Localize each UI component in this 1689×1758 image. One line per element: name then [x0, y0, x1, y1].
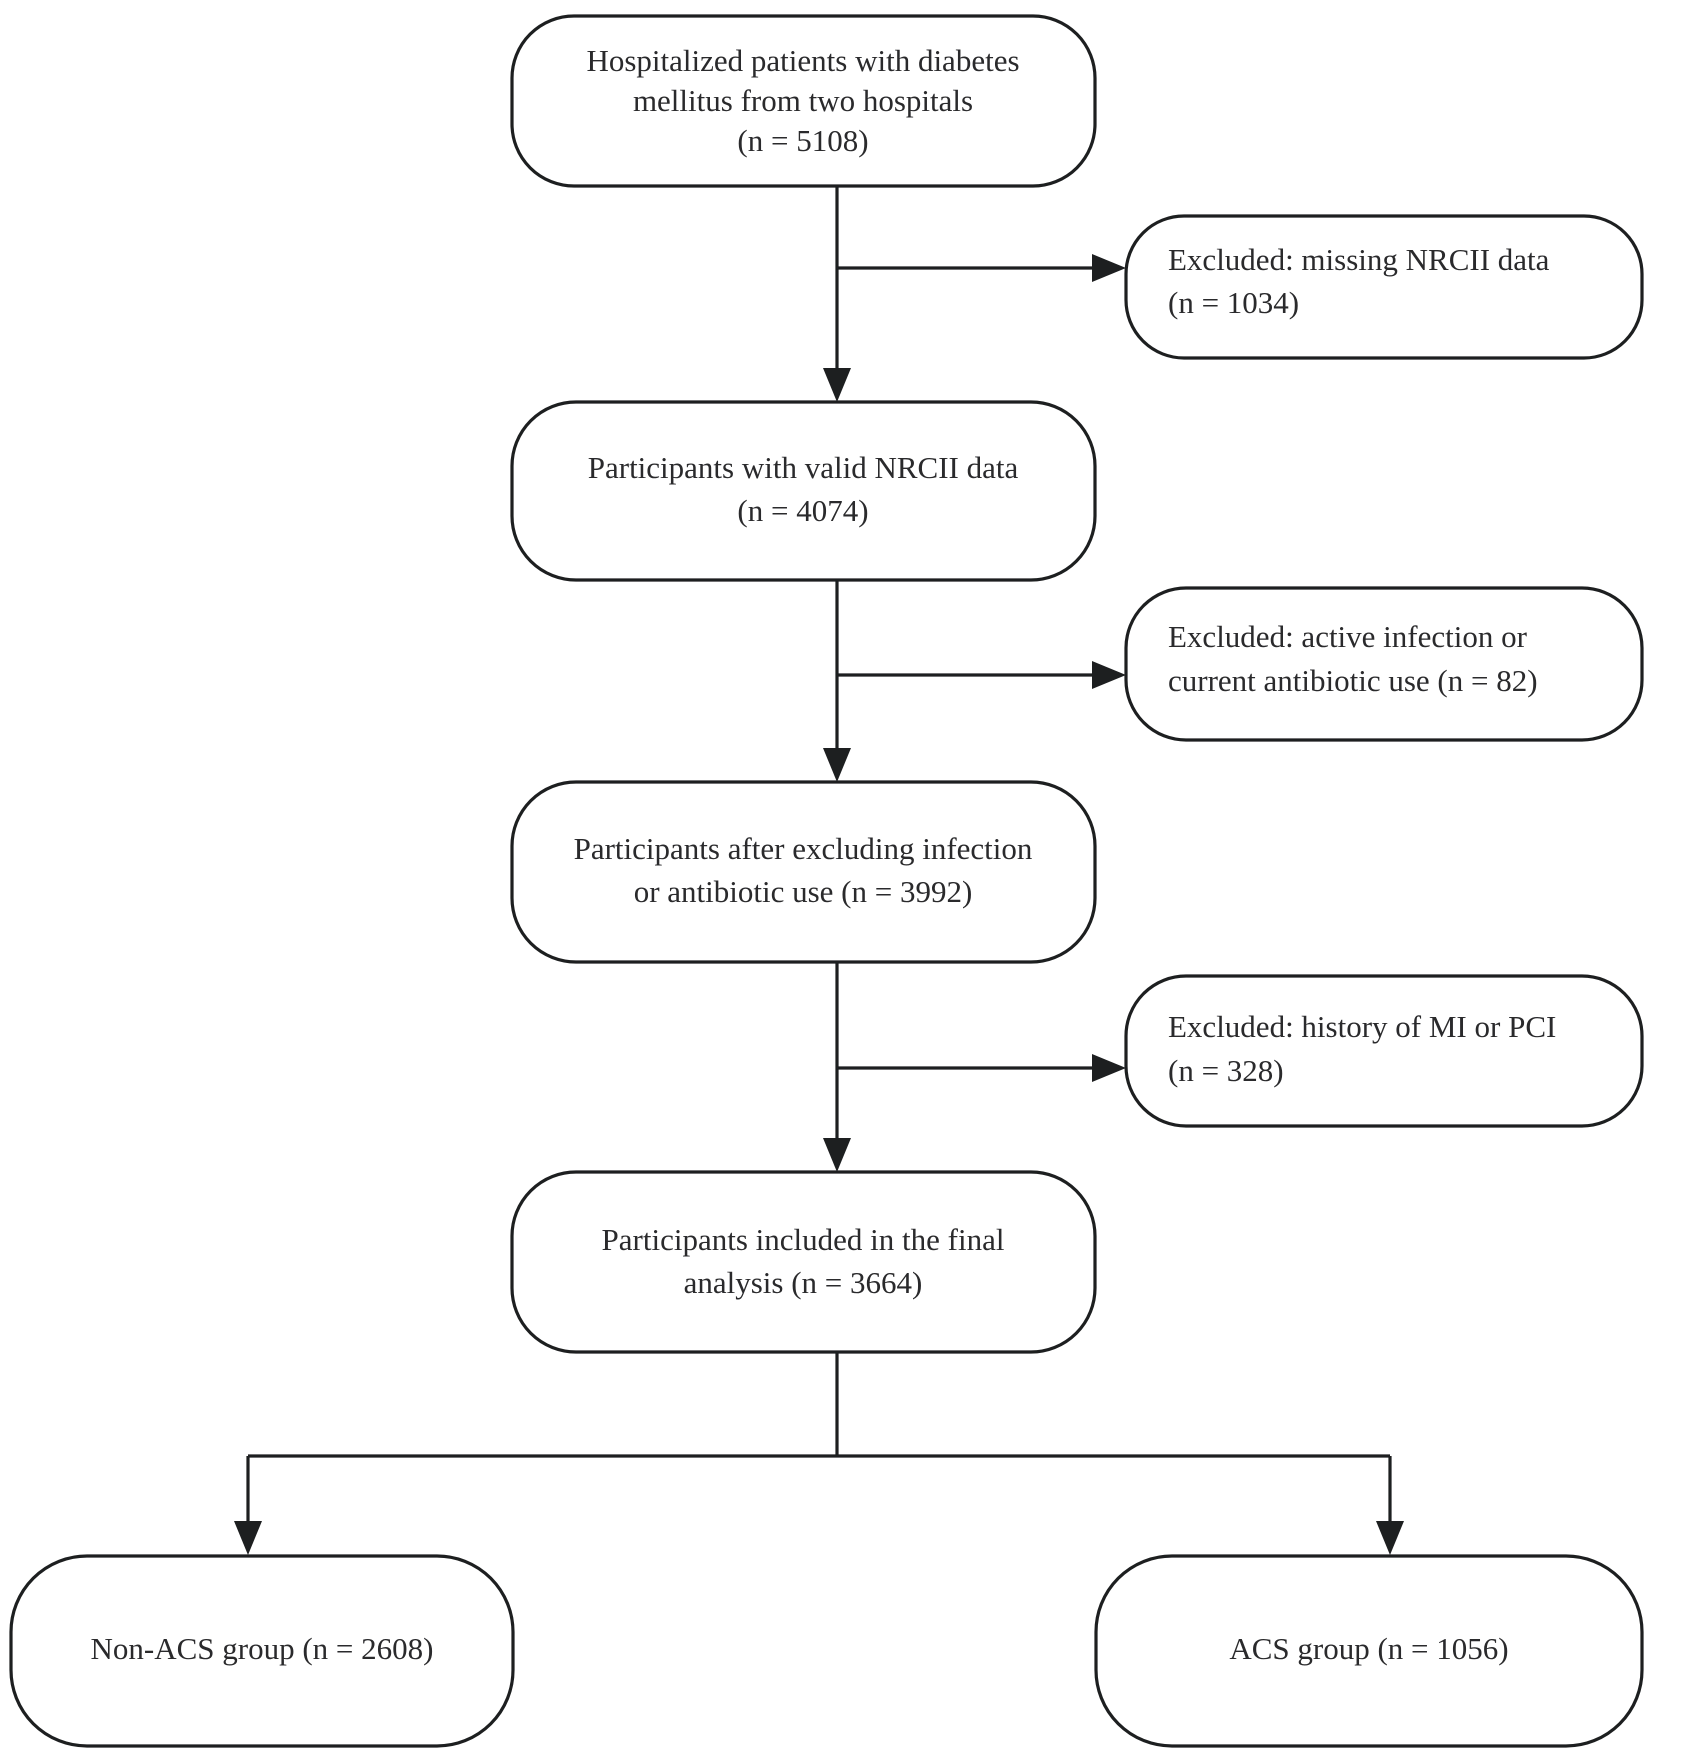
node-acs[interactable]: ACS group (n = 1056)	[1094, 1554, 1644, 1748]
node-enrolled[interactable]: Hospitalized patients with diabetes mell…	[510, 14, 1097, 188]
node-acs-shape	[1094, 1554, 1644, 1748]
node-non-acs-shape	[9, 1554, 515, 1748]
node-enrolled-line-3: (n = 5108)	[737, 123, 868, 158]
node-excl-mi-pci-line-1: Excluded: history of MI or PCI	[1168, 1009, 1556, 1044]
node-excl-missing-line-2: (n = 1034)	[1168, 285, 1299, 320]
node-valid-nrcii-line-2: (n = 4074)	[737, 493, 868, 528]
node-excl-infection-line-2: current antibiotic use (n = 82)	[1168, 663, 1538, 698]
connector-valid-nrcii-to-after-infection	[823, 580, 851, 782]
node-valid-nrcii-shape	[510, 400, 1097, 582]
node-final-analysis[interactable]: Participants included in the final analy…	[510, 1170, 1097, 1354]
node-non-acs-label: Non-ACS group (n = 2608)	[91, 1631, 434, 1666]
connector-valid-nrcii-to-excl-infection	[837, 661, 1126, 689]
node-enrolled-line-2: mellitus from two hospitals	[633, 83, 973, 118]
node-after-infection-line-1: Participants after excluding infection	[574, 831, 1033, 866]
node-valid-nrcii-line-1: Participants with valid NRCII data	[588, 450, 1019, 485]
node-excl-infection-shape	[1124, 586, 1644, 742]
node-excl-missing-line-1: Excluded: missing NRCII data	[1168, 242, 1550, 277]
node-final-analysis-line-2: analysis (n = 3664)	[684, 1265, 923, 1300]
connector-split-to-non-acs	[234, 1456, 262, 1555]
node-non-acs[interactable]: Non-ACS group (n = 2608)	[9, 1554, 515, 1748]
node-valid-nrcii[interactable]: Participants with valid NRCII data (n = …	[510, 400, 1097, 582]
connector-split-to-acs	[1376, 1456, 1404, 1555]
node-final-analysis-shape	[510, 1170, 1097, 1354]
node-final-analysis-line-1: Participants included in the final	[602, 1222, 1005, 1257]
connector-after-infection-to-excl-mi-pci	[837, 1054, 1126, 1082]
node-after-infection-shape	[510, 780, 1097, 964]
connector-enrolled-to-valid-nrcii	[823, 185, 851, 402]
node-excl-infection[interactable]: Excluded: active infection or current an…	[1124, 586, 1644, 742]
node-excl-mi-pci[interactable]: Excluded: history of MI or PCI (n = 328)	[1124, 974, 1644, 1128]
node-enrolled-shape	[510, 14, 1097, 188]
connector-final-analysis-split	[248, 1352, 1390, 1458]
node-excl-missing[interactable]: Excluded: missing NRCII data (n = 1034)	[1124, 214, 1644, 360]
node-excl-mi-pci-shape	[1124, 974, 1644, 1128]
node-after-infection-line-2: or antibiotic use (n = 3992)	[634, 874, 973, 909]
connector-after-infection-to-final-analysis	[823, 962, 851, 1172]
connector-enrolled-to-excl-missing	[837, 254, 1126, 282]
node-acs-label: ACS group (n = 1056)	[1229, 1631, 1508, 1666]
node-after-infection[interactable]: Participants after excluding infection o…	[510, 780, 1097, 964]
node-excl-missing-shape	[1124, 214, 1644, 360]
node-excl-infection-line-1: Excluded: active infection or	[1168, 619, 1528, 654]
node-excl-mi-pci-line-2: (n = 328)	[1168, 1053, 1284, 1088]
node-enrolled-line-1: Hospitalized patients with diabetes	[586, 43, 1019, 78]
